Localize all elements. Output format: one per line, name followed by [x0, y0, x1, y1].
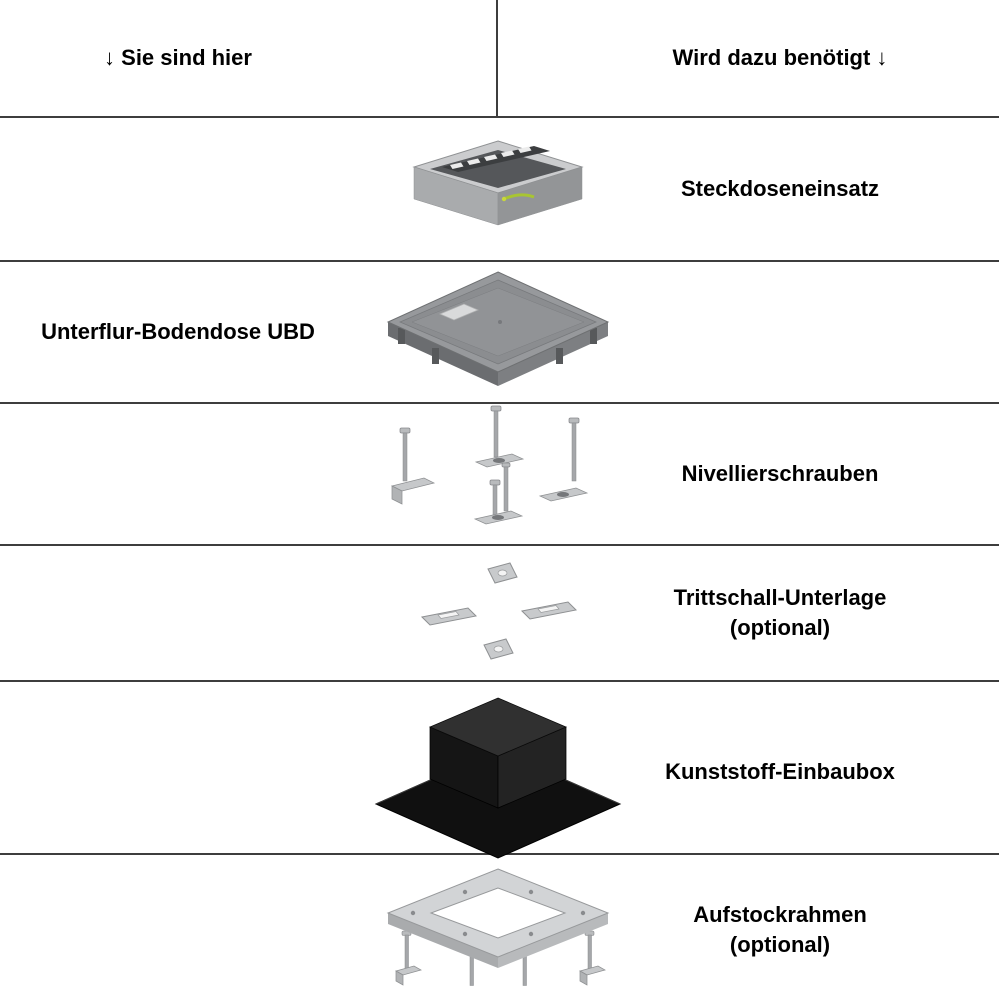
header-left-label: ↓ Sie sind hier	[104, 45, 252, 70]
underfloor-box-image	[356, 262, 640, 402]
row-aufstockrahmen: Aufstockrahmen (optional)	[0, 855, 999, 1000]
header-right-label: Wird dazu benötigt ↓	[672, 45, 888, 70]
stacking-frame-illustration	[386, 868, 610, 986]
stacking-frame-image	[356, 855, 640, 1000]
row-kunststoff-einbaubox: Kunststoff-Einbaubox	[0, 682, 999, 859]
label-kunststoff-einbaubox: Kunststoff-Einbaubox	[665, 759, 895, 785]
plastic-box-image	[356, 682, 640, 862]
plastic-mounting-box-illustration	[374, 697, 622, 859]
label-nivellierschrauben: Nivellierschrauben	[681, 461, 879, 487]
row-trittschall-unterlage: Trittschall-Unterlage (optional)	[0, 546, 999, 682]
socket-insert-illustration	[412, 140, 584, 226]
socket-insert-image	[356, 133, 640, 245]
row-nivellierschrauben: Nivellierschrauben	[0, 404, 999, 546]
leveling-screws-image	[356, 404, 640, 544]
impact-sound-pads-image	[356, 553, 640, 673]
row-steckdoseneinsatz: Steckdoseneinsatz	[0, 118, 999, 262]
label-steckdoseneinsatz: Steckdoseneinsatz	[680, 176, 880, 202]
label-trittschall-unterlage: Trittschall-Unterlage (optional)	[673, 585, 887, 640]
underfloor-box-illustration	[386, 271, 610, 386]
header-vertical-divider	[496, 0, 498, 116]
impact-sound-pads-illustration	[420, 562, 578, 660]
header-row: ↓ Sie sind hier Wird dazu benötigt ↓	[0, 0, 999, 118]
row-unterflur-bodendose: Unterflur-Bodendose UBD	[0, 262, 999, 404]
label-unterflur-bodendose: Unterflur-Bodendose UBD	[41, 319, 315, 345]
label-aufstockrahmen: Aufstockrahmen (optional)	[693, 902, 867, 957]
leveling-screws-illustration	[390, 405, 589, 525]
